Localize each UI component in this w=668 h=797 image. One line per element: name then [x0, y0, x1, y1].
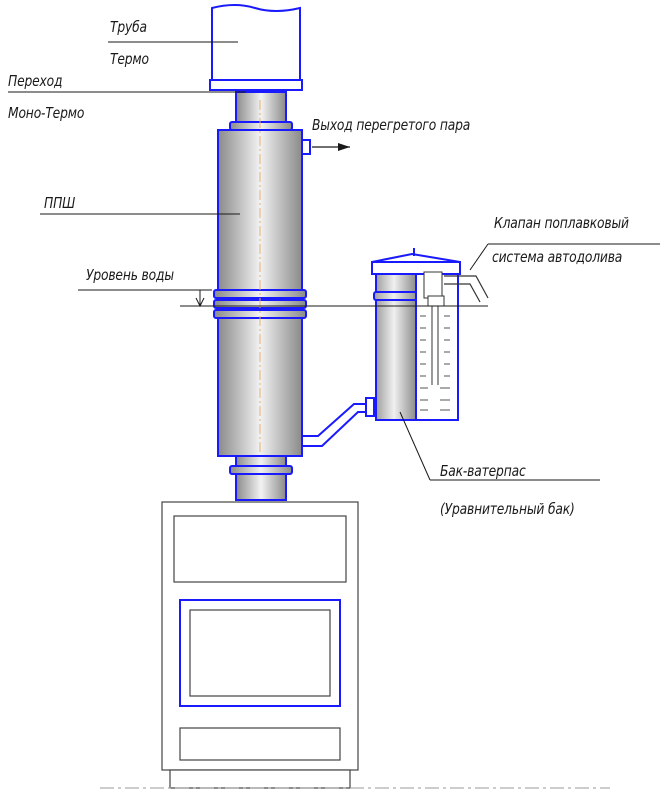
label-mono-termo: Моно-Термо — [8, 104, 85, 122]
connector-pipe — [302, 397, 375, 447]
label-steam-outlet: Выход перегретого пара — [312, 116, 471, 134]
leader-lines — [8, 41, 660, 481]
label-ppsh: ППШ — [44, 194, 76, 212]
lower-pipe — [229, 455, 293, 501]
label-tank-sub: (Уравнительный бак) — [440, 500, 575, 518]
chimney-pipe — [209, 4, 303, 91]
stove — [161, 501, 359, 789]
mono-termo-transition — [229, 91, 293, 131]
label-sistema: система автодолива — [492, 248, 623, 266]
label-truba: Труба — [110, 18, 147, 36]
label-perehod: Переход — [8, 72, 63, 90]
label-termo: Термо — [110, 50, 149, 68]
level-tank — [371, 248, 489, 421]
steam-outlet — [301, 139, 350, 155]
label-tank: Бак-ватерпас — [440, 462, 526, 480]
ppsh-column — [213, 100, 307, 500]
label-water-level: Уровень воды — [86, 266, 174, 284]
label-klapan: Клапан поплавковый — [494, 214, 629, 232]
